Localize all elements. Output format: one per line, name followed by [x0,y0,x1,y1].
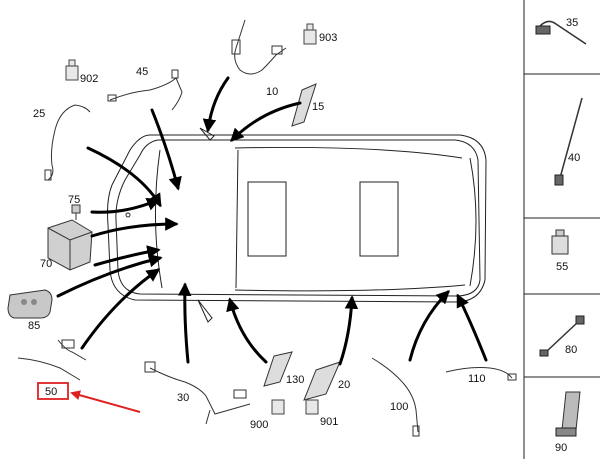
panel-label-55: 55 [556,261,568,273]
label-10: 10 [266,86,278,98]
callout-arrows [56,76,488,366]
label-130: 130 [286,374,304,386]
connector-900[interactable] [271,399,285,415]
highlight-box-50[interactable] [37,382,69,400]
part-110-harness[interactable] [445,367,517,381]
label-70: 70 [40,258,52,270]
part-15-module[interactable] [291,83,317,127]
label-20: 20 [338,379,350,391]
label-75: 75 [68,194,80,206]
panel-part-40-antenna[interactable] [554,97,583,186]
label-901: 901 [320,416,338,428]
label-25: 25 [33,108,45,120]
part-130-module[interactable] [263,351,293,387]
label-903: 903 [319,32,337,44]
side-panel [523,0,600,459]
label-100: 100 [390,401,408,413]
label-30: 30 [177,392,189,404]
part-45-harness[interactable] [107,69,183,111]
panel-part-55-clip[interactable] [551,229,569,255]
part-30-harness[interactable] [144,361,251,425]
label-45: 45 [136,66,148,78]
part-25-harness[interactable] [44,104,91,181]
label-15: 15 [312,101,324,113]
label-900: 900 [250,419,268,431]
label-85: 85 [28,320,40,332]
connector-903[interactable] [303,23,317,45]
part-50-harness[interactable] [17,339,87,381]
label-902: 902 [80,73,98,85]
panel-label-35: 35 [566,17,578,29]
panel-label-80: 80 [565,344,577,356]
vehicle-outline [107,127,487,323]
panel-part-80-cable[interactable] [539,315,585,357]
connector-901[interactable] [305,399,319,415]
panel-part-35[interactable] [535,20,587,45]
label-110: 110 [468,373,486,385]
highlight-arrow [70,390,141,413]
part-10-harness[interactable] [231,19,287,75]
part-20-module[interactable] [303,361,341,401]
part-75-screw[interactable] [71,204,81,220]
label-50: 50 [45,386,57,398]
panel-label-90: 90 [555,442,567,454]
panel-part-90-bracket[interactable] [555,391,581,437]
part-70-control-unit[interactable] [47,219,93,271]
panel-label-40: 40 [568,152,580,164]
part-100-harness[interactable] [371,357,420,437]
connector-902[interactable] [65,59,79,81]
part-85-keypad[interactable] [7,289,53,319]
